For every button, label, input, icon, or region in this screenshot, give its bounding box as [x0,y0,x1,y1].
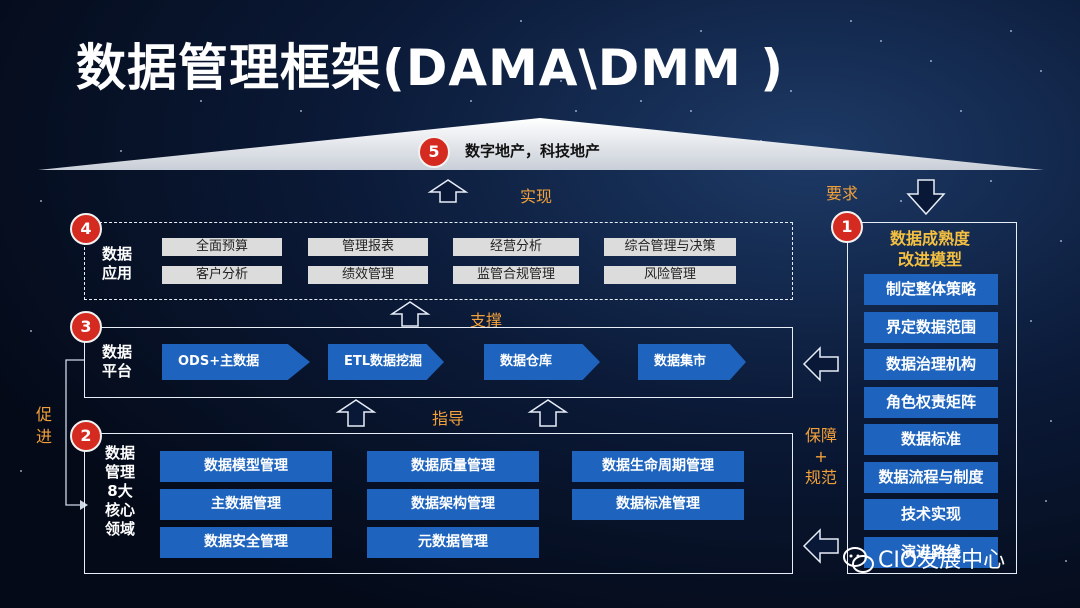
platform-stage: 数据集市 [638,344,746,380]
down-arrow-icon [906,179,946,216]
layer1-number-badge: 1 [831,211,863,243]
platform-stage: ETL数据挖掘 [328,344,444,380]
data-management-layer [84,433,793,574]
star [470,100,472,102]
up-arrow-icon [335,399,377,427]
application-item: 管理报表 [308,238,428,256]
star [520,20,522,22]
star [880,40,882,42]
watermark-text: CIO发展中心 [878,548,1006,573]
star [1060,240,1062,242]
star [930,60,932,62]
layer2-number-badge: 2 [70,420,102,452]
maturity-item: 制定整体策略 [864,274,998,305]
up-arrow-icon [427,179,469,203]
label-guarantee-standardize: 保障 + 规范 [804,426,837,487]
maturity-item: 数据流程与制度 [864,461,998,493]
star [900,200,902,202]
data-platform-layer [84,327,793,398]
up-arrow-icon [389,301,431,327]
management-domain: 主数据管理 [160,489,332,520]
data-application-layer [84,222,793,300]
star [1065,560,1067,562]
management-domain: 数据标准管理 [572,489,744,520]
management-domain: 数据架构管理 [367,489,539,520]
label-support: 支撑 [470,311,503,330]
label-realize: 实现 [520,187,553,206]
star [200,100,202,102]
star [30,330,32,332]
application-item: 客户分析 [162,266,282,284]
label-promote: 促进 [36,405,53,446]
maturity-model-panel [847,222,1017,574]
star [1040,70,1042,72]
star [990,180,992,182]
platform-stage: 数据仓库 [484,344,600,380]
star [790,90,792,92]
layer4-label: 数据 应用 [101,245,132,282]
maturity-item: 数据标准 [864,424,998,455]
star [560,80,562,82]
management-domain: 数据生命周期管理 [572,451,744,482]
label-guide: 指导 [432,409,465,428]
layer3-label: 数据 平台 [101,343,132,380]
star [1050,420,1052,422]
left-arrow-icon [802,528,839,564]
up-arrow-icon [527,399,569,427]
management-domain: 数据模型管理 [160,451,332,482]
layer3-number-badge: 3 [70,311,102,343]
star [640,100,642,102]
application-item: 综合管理与决策 [604,238,736,256]
application-item: 全面预算 [162,238,282,256]
maturity-item: 角色权责矩阵 [864,386,998,418]
star [610,60,612,62]
management-domain: 数据安全管理 [160,527,332,558]
star [1045,500,1047,502]
star [960,110,962,112]
management-domain: 元数据管理 [367,527,539,558]
management-domain: 数据质量管理 [367,451,539,482]
star [300,110,302,112]
star [120,150,122,152]
wechat-icon [843,547,874,573]
page-title: 数据管理框架(DAMA\DMM ) [76,39,785,97]
layer2-label: 数据 管理 8大 核心 领域 [104,444,135,538]
star [1010,30,1012,32]
application-item: 经营分析 [453,238,579,256]
application-item: 风险管理 [604,266,736,284]
maturity-item: 界定数据范围 [864,311,998,343]
layer4-number-badge: 4 [70,213,102,245]
star [575,110,577,112]
roof-number-badge: 5 [418,136,450,168]
star [700,30,702,32]
star [1030,320,1032,322]
platform-stage: ODS+主数据 [162,344,310,380]
maturity-item: 演进路线 [864,536,998,568]
maturity-item: 数据治理机构 [864,349,998,380]
star [850,20,852,22]
left-arrow-icon [802,346,839,382]
application-item: 监管合规管理 [453,266,579,284]
application-item: 绩效管理 [308,266,428,284]
maturity-item: 技术实现 [864,499,998,530]
roof-text: 数字地产，科技地产 [465,142,601,160]
label-require: 要求 [826,184,859,203]
maturity-model-title: 数据成熟度 改进模型 [889,229,970,269]
star [690,110,692,112]
star [40,200,42,202]
star [20,470,22,472]
